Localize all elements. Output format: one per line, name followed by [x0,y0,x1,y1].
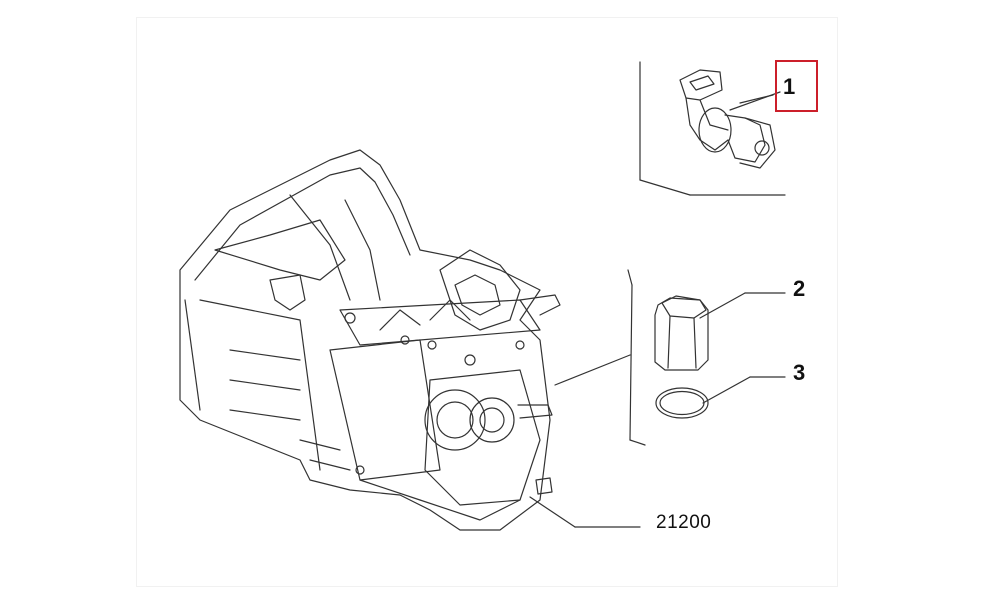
sensor-part-1 [679,69,776,169]
callout-assembly-code[interactable]: 21200 [656,512,712,533]
o-ring-part-3 [655,387,709,419]
highlight-box-part-1[interactable] [775,60,818,112]
leader-line-part2 [699,292,746,319]
detail-bracket-1 [639,61,786,196]
callout-part-3[interactable]: 3 [793,360,806,385]
gearbox-housing [179,149,561,531]
leader-line-part3 [702,376,751,404]
hex-plug-part-2 [654,295,709,371]
leader-line-assembly [529,496,576,528]
leader-line-part1 [729,91,781,111]
callout-part-2[interactable]: 2 [793,276,806,301]
callout-part-1[interactable]: 1 [783,74,796,99]
detail-bracket-2-3 [554,269,646,446]
